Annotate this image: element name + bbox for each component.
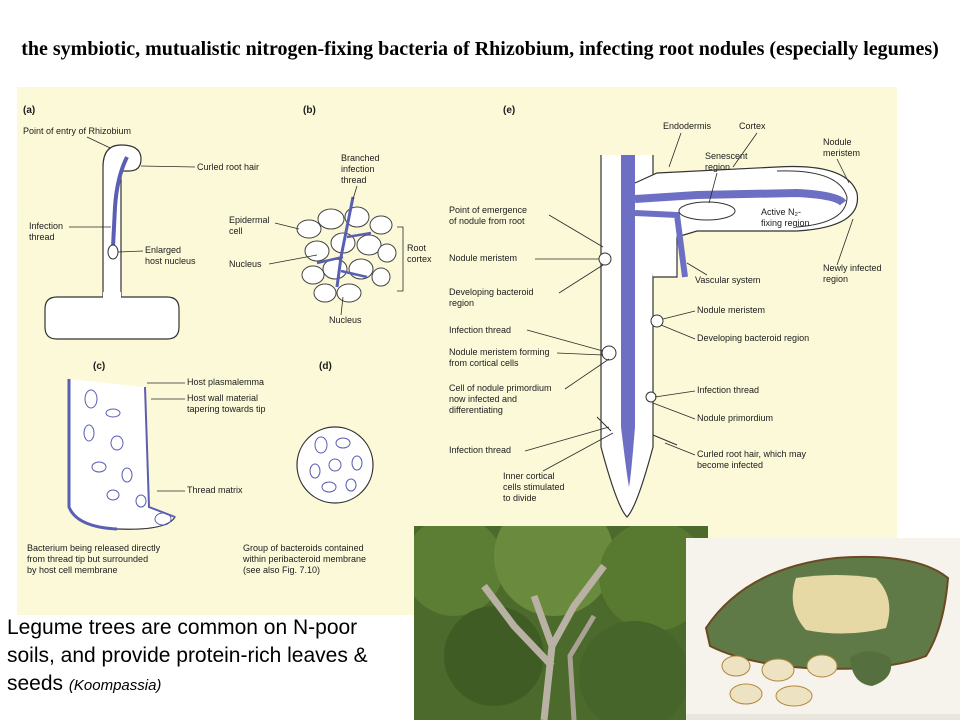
caption-c1: Bacterium being released directly [27,543,161,553]
label-active1: Active N₂- [761,207,801,217]
nodule-vascular [634,188,847,206]
label-primordium1: Cell of nodule primordium [449,383,552,393]
label-root2: cortex [407,254,432,264]
label-nucleus-b2: Nucleus [329,315,362,325]
diagram-drawing: (a) Point of entry of Rhizobium Curled r… [23,105,882,575]
panel-label-c: (c) [93,361,105,372]
vascular-cylinder [621,155,635,487]
label-nodule-meristem-right: Nodule meristem [697,305,765,315]
label-newly1: Newly infected [823,263,882,273]
label-branched3: thread [341,175,367,185]
label-nodule-meristem-top1: Nodule [823,137,852,147]
label-nodule-meristem-top2: meristem [823,148,860,158]
caption-c3: by host cell membrane [27,565,118,575]
koompassia-pod-seeds-photo [686,538,960,720]
label-curled-e2: become infected [697,460,763,470]
label-epidermal2: cell [229,226,243,236]
epidermal-cell-shape [44,296,180,340]
label-cortex: Cortex [739,121,766,131]
label-branched1: Branched [341,153,380,163]
panel-label-a: (a) [23,105,35,116]
label-thread-matrix: Thread matrix [187,485,243,495]
label-newly2: region [823,274,848,284]
label-epidermal1: Epidermal [229,215,270,225]
slide-title: the symbiotic, mutualistic nitrogen-fixi… [21,38,939,60]
infection-thread-a [111,156,129,248]
panel-label-d: (d) [319,361,332,372]
label-active2: fixing region [761,218,810,228]
caption-text: Legume trees are common on N-poor soils,… [7,616,368,695]
label-developing-left2: region [449,298,474,308]
label-plasmalemma: Host plasmalemma [187,377,264,387]
label-curled-e1: Curled root hair, which may [697,449,807,459]
cortex-cells [296,206,397,303]
label-developing-right: Developing bacteroid region [697,333,809,343]
label-infection-a2: thread [29,232,55,242]
label-emergence1: Point of emergence [449,205,527,215]
label-nodule-primordium: Nodule primordium [697,413,773,423]
caption-d2: within peribacteroid membrane [242,554,366,564]
bacteroid-group [296,426,374,504]
label-infection-left2: Infection thread [449,445,511,455]
host-nucleus-a [107,244,119,260]
label-wall2: tapering towards tip [187,404,266,414]
label-forming1: Nodule meristem forming [449,347,550,357]
label-senescent1: Senescent [705,151,748,161]
label-endodermis: Endodermis [663,121,712,131]
branched-thread [335,196,355,288]
label-enlarged-nucleus1: Enlarged [145,245,181,255]
caption-citation: (Koompassia) [68,677,162,694]
label-inner2: cells stimulated [503,482,565,492]
label-enlarged-nucleus2: host nucleus [145,256,196,266]
label-nucleus-b: Nucleus [229,259,262,269]
panel-label-b: (b) [303,105,316,116]
label-curled-root-hair: Curled root hair [197,162,259,172]
slide-caption: Legume trees are common on N-poor soils,… [7,614,407,700]
caption-d3: (see also Fig. 7.10) [243,565,320,575]
caption-d1: Group of bacteroids contained [243,543,364,553]
label-inner3: to divide [503,493,537,503]
label-branched2: infection [341,164,375,174]
label-vascular: Vascular system [695,275,760,285]
label-emergence2: of nodule from root [449,216,525,226]
label-senescent2: region [705,162,730,172]
label-point-of-entry: Point of entry of Rhizobium [23,126,131,136]
label-infection-a1: Infection [29,221,63,231]
bacteria-c [83,389,172,526]
panel-label-e: (e) [503,105,515,116]
label-nodule-meristem-left: Nodule meristem [449,253,517,263]
label-infection-right: Infection thread [697,385,759,395]
label-developing-left1: Developing bacteroid [449,287,534,297]
label-inner1: Inner cortical [503,471,555,481]
label-infection-left1: Infection thread [449,325,511,335]
label-wall1: Host wall material [187,393,258,403]
label-forming2: from cortical cells [449,358,519,368]
label-primordium2: now infected and [449,394,517,404]
caption-c2: from thread tip but surrounded [27,554,148,564]
label-root1: Root [407,243,427,253]
label-primordium3: differentiating [449,405,503,415]
koompassia-tree-photo [414,526,708,720]
senescent-region [678,201,736,221]
